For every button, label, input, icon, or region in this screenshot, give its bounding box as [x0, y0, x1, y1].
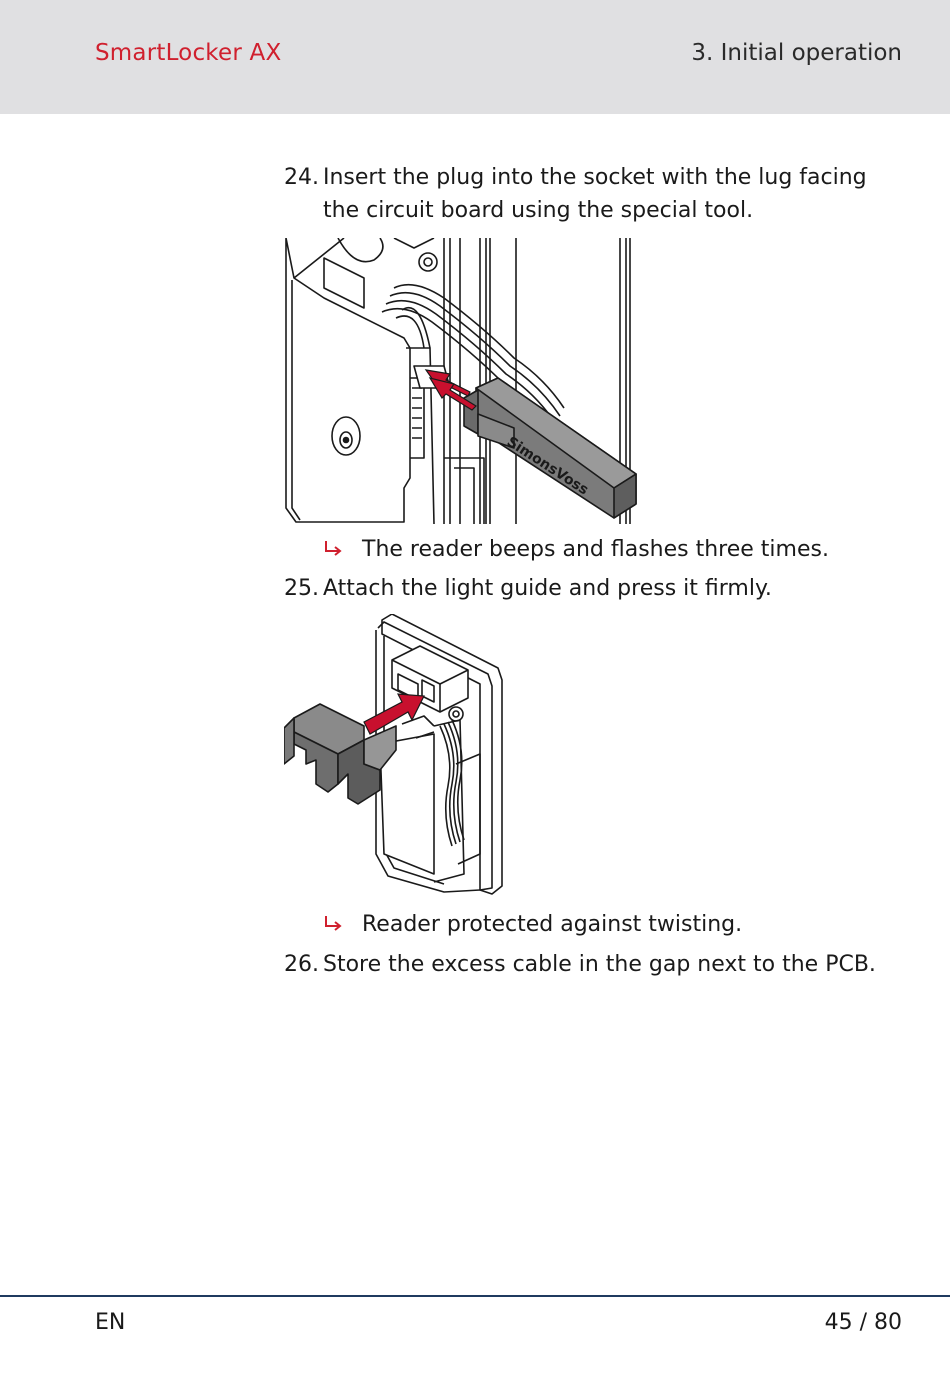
step-number: 26.: [284, 952, 319, 977]
brand-title: SmartLocker AX: [95, 40, 282, 66]
result-text: The reader beeps and flashes three times…: [362, 537, 829, 562]
step-number: 24.: [284, 165, 319, 190]
step-25: 25. Attach the light guide and press it …: [284, 572, 904, 605]
step-text: Insert the plug into the socket with the…: [323, 165, 867, 223]
step-text: Attach the light guide and press it firm…: [323, 576, 772, 601]
step-text: Store the excess cable in the gap next t…: [323, 952, 876, 977]
light-guide-illustration: [284, 614, 503, 895]
result-arrow-icon: [325, 541, 342, 556]
step-25-result: Reader protected against twisting.: [322, 910, 742, 940]
plug-insertion-illustration: SimonsVoss: [285, 238, 637, 524]
language-label: EN: [95, 1310, 126, 1335]
footer-divider: [0, 1295, 950, 1297]
page-header: SmartLocker AX 3. Initial operation: [0, 0, 950, 114]
step-number: 25.: [284, 576, 319, 601]
press-direction-arrow: [363, 693, 425, 735]
step-24: 24. Insert the plug into the socket with…: [284, 161, 904, 227]
step-24-result: The reader beeps and flashes three times…: [322, 535, 829, 565]
result-text: Reader protected against twisting.: [362, 912, 743, 937]
page-number: 45 / 80: [824, 1310, 902, 1335]
step-26: 26. Store the excess cable in the gap ne…: [284, 948, 904, 981]
section-title: 3. Initial operation: [691, 40, 902, 66]
result-arrow-icon: [325, 916, 342, 931]
